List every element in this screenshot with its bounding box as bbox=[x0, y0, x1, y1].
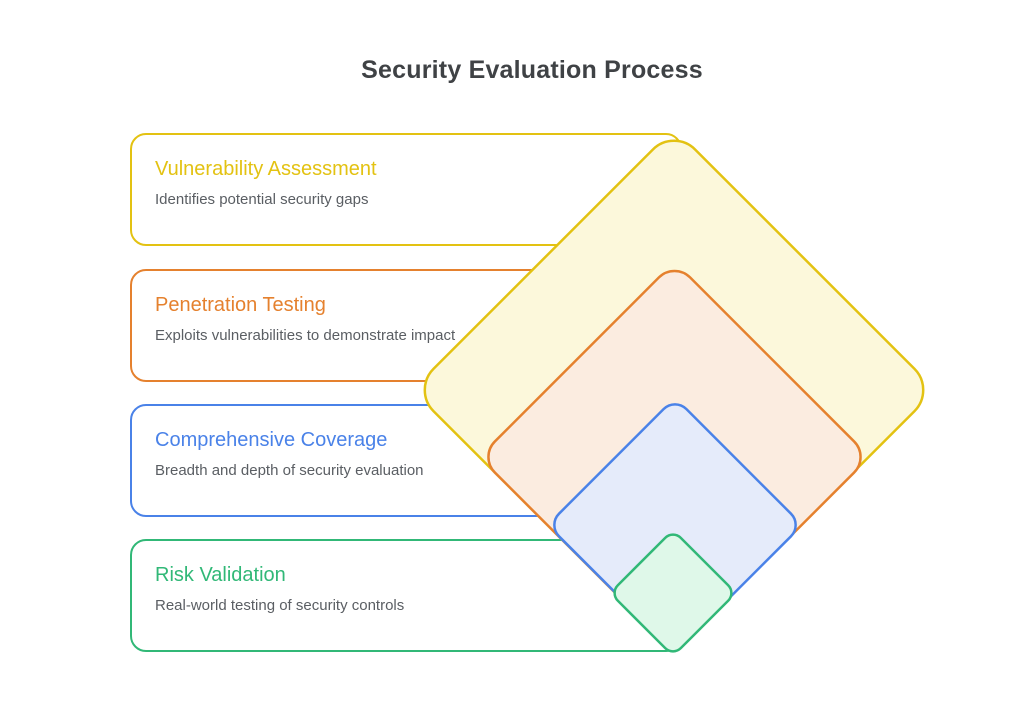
card-description: Breadth and depth of security evaluation bbox=[155, 462, 424, 479]
card-title: Risk Validation bbox=[155, 564, 286, 586]
card-title: Comprehensive Coverage bbox=[155, 429, 388, 451]
card-penetration-testing: Penetration Testing Exploits vulnerabili… bbox=[130, 269, 682, 382]
card-title: Penetration Testing bbox=[155, 294, 326, 316]
card-description: Exploits vulnerabilities to demonstrate … bbox=[155, 327, 456, 344]
card-risk-validation: Risk Validation Real-world testing of se… bbox=[130, 539, 682, 652]
page-title: Security Evaluation Process bbox=[361, 56, 703, 84]
card-description: Real-world testing of security controls bbox=[155, 597, 405, 614]
card-comprehensive-coverage: Comprehensive Coverage Breadth and depth… bbox=[130, 404, 682, 517]
card-description: Identifies potential security gaps bbox=[155, 191, 369, 208]
card-vulnerability-assessment: Vulnerability Assessment Identifies pote… bbox=[130, 133, 682, 246]
card-title: Vulnerability Assessment bbox=[155, 158, 377, 180]
